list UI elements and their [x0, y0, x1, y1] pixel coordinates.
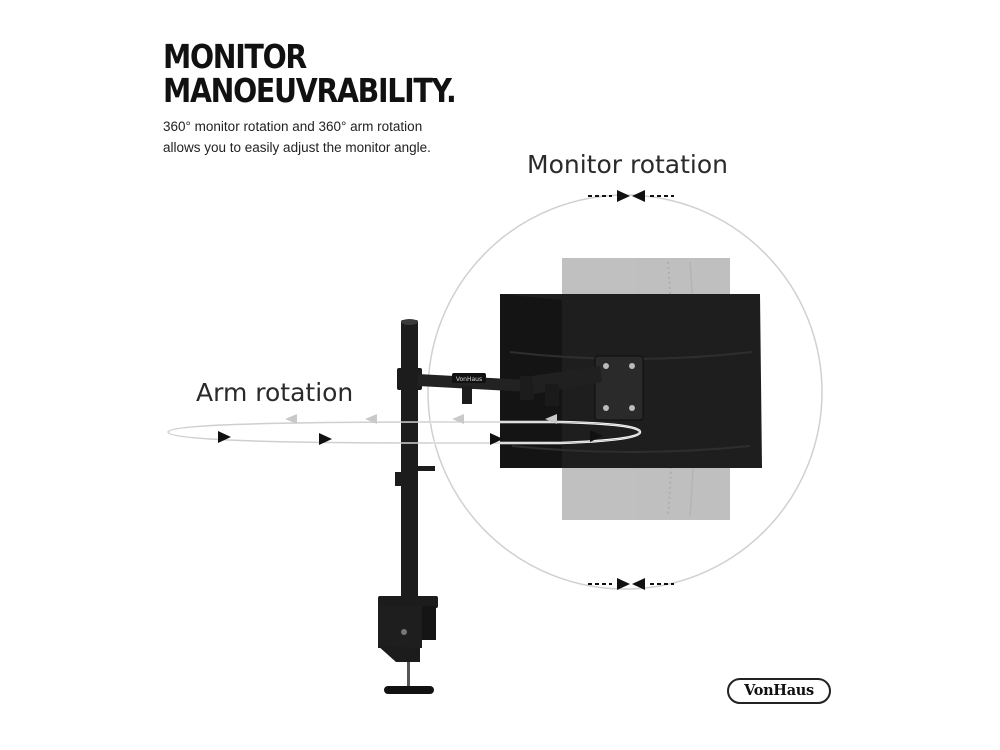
arrow-right-icon	[617, 190, 630, 202]
arrow-left-icon	[285, 414, 297, 424]
arrow-left-icon	[632, 190, 645, 202]
arrow-right-icon	[590, 430, 603, 442]
subtitle-line-1: 360° monitor rotation and 360° arm rotat…	[163, 119, 423, 134]
subtitle-line-2: allows you to easily adjust the monitor …	[163, 140, 431, 155]
arm-badge: VonHaus	[456, 376, 482, 383]
headline-line-2: MANOEUVRABILITY.	[163, 71, 457, 110]
headline-line-1: MONITOR	[163, 37, 307, 76]
arm-rotation-orbit	[167, 414, 642, 445]
arrow-right-icon	[490, 433, 503, 445]
arrow-right-icon	[617, 578, 630, 590]
headline: MONITOR MANOEUVRABILITY.	[163, 37, 457, 110]
subtitle: 360° monitor rotation and 360° arm rotat…	[163, 116, 493, 158]
arrow-right-icon	[218, 431, 231, 443]
monitor-rotation-arrows-top	[588, 190, 674, 202]
mount-arm: VonHaus	[378, 319, 602, 694]
arrow-left-icon	[365, 414, 377, 424]
brand-logo: VonHaus	[727, 678, 831, 704]
monitor-rotation-label: Monitor rotation	[527, 150, 729, 179]
arrow-right-icon	[319, 433, 332, 445]
arrow-left-icon	[452, 414, 464, 424]
monitor-rotation-arrows-bottom	[588, 578, 674, 590]
arm-rotation-label: Arm rotation	[196, 378, 354, 407]
arrow-left-icon	[632, 578, 645, 590]
arrow-left-icon	[545, 414, 557, 424]
